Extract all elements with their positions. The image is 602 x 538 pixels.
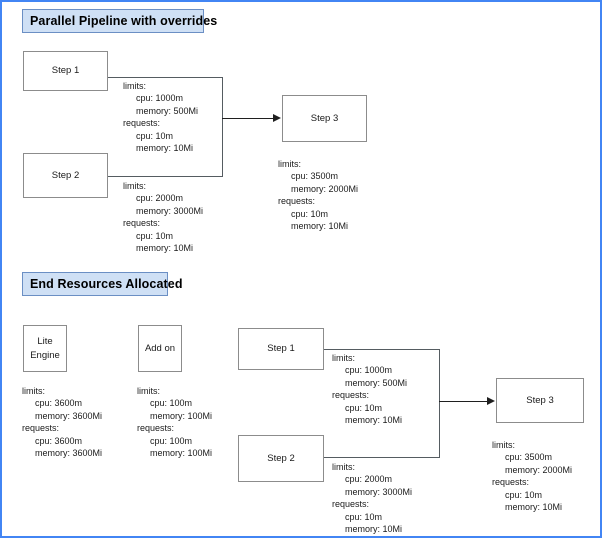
spec-limits-cpu: cpu: 3500m: [505, 452, 553, 463]
spec-limits-label: limits:: [123, 181, 146, 191]
spec-requests-label: requests:: [123, 118, 161, 129]
bottom-step1-label: Step 1: [267, 343, 295, 355]
top-step2-box[interactable]: Step 2: [23, 153, 108, 198]
spec-requests-cpu: cpu: 3600m: [35, 435, 83, 446]
connector-bottom-step2-horizontal: [324, 457, 440, 458]
section-banner-end-resources: End Resources Allocated: [22, 272, 182, 296]
spec-requests-memory: memory: 100Mi: [150, 448, 213, 459]
spec-limits-label: limits:: [332, 462, 355, 472]
connector-bottom-to-step3-line: [439, 401, 488, 402]
spec-limits-label: limits:: [123, 81, 146, 91]
top-step1-spec: limits: cpu: 1000m memory: 500Mi request…: [123, 80, 198, 154]
spec-limits-memory: memory: 100Mi: [150, 410, 213, 421]
bottom-step2-spec: limits: cpu: 2000m memory: 3000Mi reques…: [332, 461, 412, 535]
spec-requests-label: requests:: [492, 477, 530, 488]
bottom-step3-label: Step 3: [526, 394, 554, 406]
connector-bottom-merge-bus: [439, 349, 440, 458]
bottom-step3-box[interactable]: Step 3: [496, 378, 584, 423]
spec-limits-memory: memory: 500Mi: [136, 105, 199, 116]
top-step1-box[interactable]: Step 1: [23, 51, 108, 91]
connector-bottom-step1-horizontal: [324, 349, 440, 350]
top-step3-box[interactable]: Step 3: [282, 95, 367, 142]
spec-requests-memory: memory: 3600Mi: [35, 448, 103, 459]
spec-limits-cpu: cpu: 3600m: [35, 398, 83, 409]
connector-top-step1-horizontal: [108, 77, 223, 78]
spec-requests-cpu: cpu: 10m: [345, 511, 383, 522]
spec-requests-cpu: cpu: 10m: [291, 208, 329, 219]
add-on-box[interactable]: Add on: [138, 325, 182, 372]
spec-requests-cpu: cpu: 10m: [345, 402, 383, 413]
spec-limits-memory: memory: 500Mi: [345, 377, 408, 388]
spec-limits-label: limits:: [137, 386, 160, 396]
lite-engine-spec: limits: cpu: 3600m memory: 3600Mi reques…: [22, 385, 102, 459]
spec-requests-cpu: cpu: 100m: [150, 435, 193, 446]
lite-engine-label: Lite Engine: [30, 335, 60, 361]
add-on-spec: limits: cpu: 100m memory: 100Mi requests…: [137, 385, 212, 459]
spec-limits-cpu: cpu: 1000m: [136, 93, 184, 104]
spec-requests-label: requests:: [22, 423, 60, 434]
spec-limits-memory: memory: 3600Mi: [35, 410, 103, 421]
spec-requests-memory: memory: 10Mi: [345, 524, 403, 535]
top-step3-spec: limits: cpu: 3500m memory: 2000Mi reques…: [278, 158, 358, 232]
spec-limits-cpu: cpu: 1000m: [345, 365, 393, 376]
spec-requests-memory: memory: 10Mi: [136, 143, 194, 154]
section-banner-parallel-pipeline: Parallel Pipeline with overrides: [22, 9, 217, 33]
spec-requests-label: requests:: [332, 499, 370, 510]
arrow-head-icon: [487, 397, 495, 405]
spec-requests-label: requests:: [278, 196, 316, 207]
connector-top-to-step3-line: [222, 118, 274, 119]
spec-requests-memory: memory: 10Mi: [505, 502, 563, 513]
spec-requests-memory: memory: 10Mi: [136, 243, 194, 254]
spec-requests-cpu: cpu: 10m: [136, 230, 174, 241]
top-step2-spec: limits: cpu: 2000m memory: 3000Mi reques…: [123, 180, 203, 254]
add-on-label: Add on: [144, 342, 176, 354]
section-banner-label: End Resources Allocated: [30, 277, 183, 291]
spec-limits-label: limits:: [332, 353, 355, 363]
lite-engine-box[interactable]: Lite Engine: [23, 325, 67, 372]
spec-limits-memory: memory: 2000Mi: [291, 183, 359, 194]
top-step2-label: Step 2: [51, 169, 80, 181]
top-step1-label: Step 1: [51, 65, 80, 77]
spec-limits-label: limits:: [22, 386, 45, 396]
spec-limits-label: limits:: [278, 159, 301, 169]
spec-limits-cpu: cpu: 3500m: [291, 171, 339, 182]
spec-limits-cpu: cpu: 2000m: [345, 474, 393, 485]
spec-limits-memory: memory: 2000Mi: [505, 464, 573, 475]
bottom-step2-label: Step 2: [267, 452, 295, 464]
spec-requests-memory: memory: 10Mi: [345, 415, 403, 426]
bottom-step2-box[interactable]: Step 2: [238, 435, 324, 482]
top-step3-label: Step 3: [310, 112, 339, 124]
connector-top-merge-bus: [222, 77, 223, 177]
connector-top-step2-horizontal: [108, 176, 223, 177]
spec-requests-memory: memory: 10Mi: [291, 221, 349, 232]
spec-requests-label: requests:: [123, 218, 161, 229]
spec-limits-memory: memory: 3000Mi: [345, 486, 413, 497]
spec-limits-label: limits:: [492, 440, 515, 450]
bottom-step3-spec: limits: cpu: 3500m memory: 2000Mi reques…: [492, 439, 572, 513]
spec-requests-label: requests:: [332, 390, 370, 401]
bottom-step1-box[interactable]: Step 1: [238, 328, 324, 370]
spec-requests-cpu: cpu: 10m: [136, 130, 174, 141]
bottom-step1-spec: limits: cpu: 1000m memory: 500Mi request…: [332, 352, 407, 426]
spec-limits-cpu: cpu: 2000m: [136, 193, 184, 204]
spec-limits-memory: memory: 3000Mi: [136, 205, 204, 216]
spec-requests-label: requests:: [137, 423, 175, 434]
spec-requests-cpu: cpu: 10m: [505, 489, 543, 500]
section-banner-label: Parallel Pipeline with overrides: [30, 14, 218, 28]
arrow-head-icon: [273, 114, 281, 122]
spec-limits-cpu: cpu: 100m: [150, 398, 193, 409]
